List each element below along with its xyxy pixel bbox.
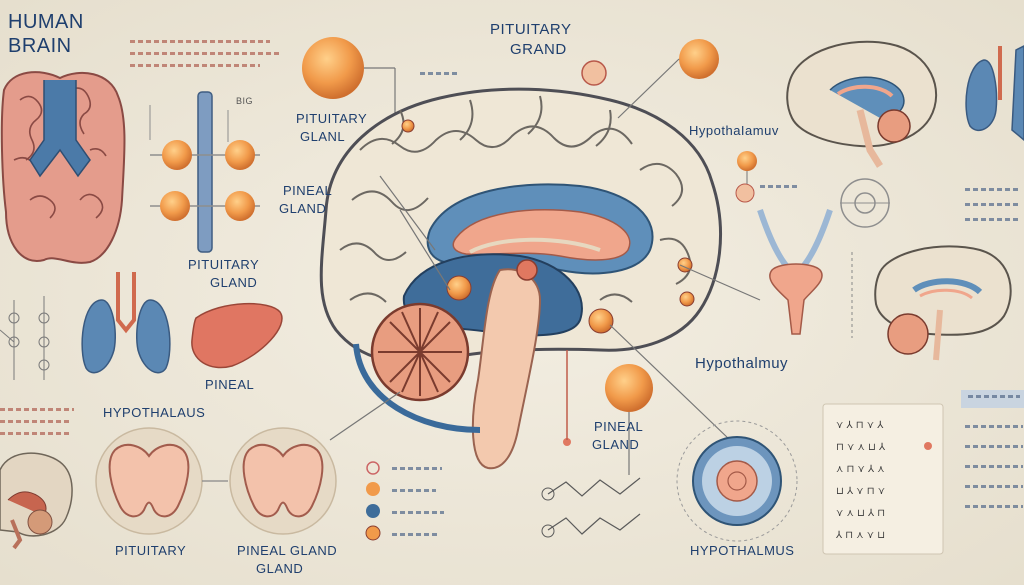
- caption-line: [392, 533, 440, 536]
- pineal-gland-bottom-icon: [229, 427, 337, 535]
- pituitary-top-label: PITUITARY: [490, 21, 572, 38]
- title-line-2: BRAIN: [8, 35, 72, 57]
- svg-text:⋏ ⊓ ⋎ ⅄ ⋏: ⋏ ⊓ ⋎ ⅄ ⋏: [836, 464, 885, 475]
- gland-bottom-label: GLAND: [256, 561, 304, 576]
- left-brain-top-icon: [0, 71, 126, 264]
- pituitary-bottom-label: PITUITARY: [115, 543, 187, 558]
- right-lungs-icon: [965, 45, 1024, 141]
- caption-line: [965, 203, 1020, 206]
- symbol-card-icon: ⋎ ⅄ ⊓ ⋎ ⅄ ⊓ ⋎ ⋏ ⊔ ⅄ ⋏ ⊓ ⋎ ⅄ ⋏ ⊔ ⅄ ⋎ ⊓ ⋎ …: [822, 403, 944, 555]
- caption-line: [392, 467, 442, 470]
- gland-mid-label: GLAND: [279, 201, 327, 216]
- svg-text:⊓ ⋎ ⋏ ⊔ ⅄: ⊓ ⋎ ⋏ ⊔ ⅄: [836, 442, 886, 453]
- caption-line: [0, 432, 72, 435]
- svg-text:⅄ ⊓ ⋏ ⋎ ⊔: ⅄ ⊓ ⋏ ⋎ ⊔: [836, 530, 885, 541]
- right-brain-top-icon: [786, 40, 938, 168]
- gland-left-label: GLAND: [210, 275, 258, 290]
- caption-line: [965, 188, 1020, 191]
- legend-icons: [365, 461, 381, 541]
- central-brain-icon: [319, 87, 722, 470]
- caption-line: [965, 505, 1023, 508]
- hypothalaus-bottom-label: HYPOTHALAUS: [103, 405, 206, 420]
- pituitary-model-icon: [149, 91, 260, 253]
- big-label: BIG: [236, 96, 254, 106]
- pineal-orb-icon: [605, 364, 653, 412]
- hypothalmus-bottom-label: HYPOTHALMUS: [690, 543, 795, 558]
- caption-line: [965, 445, 1023, 448]
- grand-top-label: GRAND: [510, 41, 567, 58]
- hypothalmuy-right-label: Hypothalmuy: [695, 355, 789, 372]
- caption-line: [130, 64, 260, 67]
- caption-line: [965, 218, 1020, 221]
- caption-line: [760, 185, 800, 188]
- pituitary-mid-label: PITUITARY: [296, 111, 368, 126]
- glanl-mid-label: GLANL: [300, 129, 346, 144]
- pineal-center-label: PINEAL: [594, 419, 644, 434]
- right-brain-mid-icon: [874, 245, 1012, 361]
- target-icon: [840, 178, 890, 228]
- pineal-left-label: PINEAL: [205, 377, 255, 392]
- hypothalamu-top-label: HypothaIamuv: [689, 123, 779, 138]
- pituitary-gland-bottom-icon: [95, 427, 203, 535]
- wave-diagram-icon: [547, 477, 641, 535]
- caption-line: [0, 408, 74, 411]
- caption-line: [130, 40, 270, 43]
- caption-line: [965, 465, 1023, 468]
- mini-schematic-icon: [0, 296, 50, 380]
- pineal-gland-bottom-label: PINEAL GLAND: [237, 543, 338, 558]
- title-line-1: HUMAN: [8, 11, 84, 33]
- uterus-like-gland-icon: [757, 209, 833, 335]
- pineal-mid-label: PINEAL: [283, 183, 333, 198]
- gland-center-label: GLAND: [592, 437, 640, 452]
- hypothalamus-disk-icon: [676, 420, 798, 542]
- liver-icon: [191, 302, 283, 369]
- caption-line: [420, 72, 460, 75]
- bottom-left-brain-icon: [0, 452, 73, 550]
- caption-line: [965, 485, 1023, 488]
- caption-line: [130, 52, 280, 55]
- caption-line: [0, 420, 70, 423]
- svg-text:⋎ ⋏ ⊔ ⅄ ⊓: ⋎ ⋏ ⊔ ⅄ ⊓: [836, 508, 885, 519]
- caption-line: [968, 395, 1020, 398]
- caption-line: [392, 511, 444, 514]
- svg-text:⊔ ⅄ ⋎ ⊓ ⋎: ⊔ ⅄ ⋎ ⊓ ⋎: [836, 486, 885, 497]
- svg-text:⋎ ⅄ ⊓ ⋎ ⅄: ⋎ ⅄ ⊓ ⋎ ⅄: [836, 420, 884, 431]
- caption-line: [965, 425, 1023, 428]
- gland-orb-icon: [302, 37, 364, 99]
- lungs-icon: [81, 272, 171, 374]
- caption-line: [392, 489, 436, 492]
- pituitary-left-label: PITUITARY: [188, 257, 260, 272]
